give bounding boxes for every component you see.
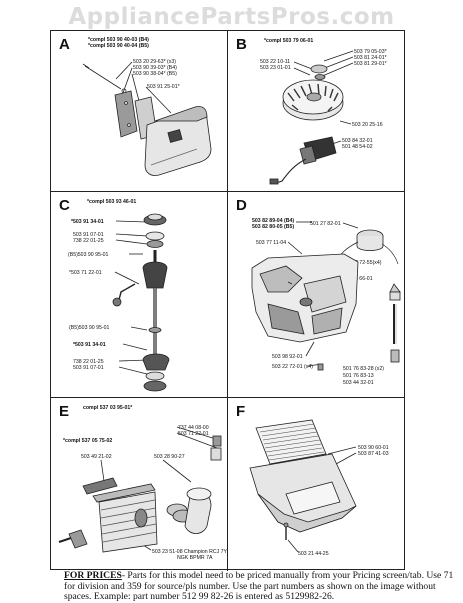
panel-b-part-5: 503 23 01-01 xyxy=(260,65,291,71)
pricing-note-title: FOR PRICES xyxy=(64,570,122,581)
panel-d-part-9: 501 76 83-28 (x2) xyxy=(343,366,384,372)
panel-d-crankcase: D 503 82 89-04 (B4) 503 82 80-05 (B5) 50… xyxy=(228,192,406,397)
panel-c-crankshaft: C *compl 503 93 46-01 *503 91 34-01 503 … xyxy=(51,192,227,397)
panel-e-compl-2: *compl 537 05 75-02 xyxy=(63,438,113,444)
watermark: AppliancePartsPros.com xyxy=(68,4,395,30)
panel-d-part-10: 501 76 83-13 xyxy=(343,373,374,379)
pricing-note-text: - Parts for this model need to be priced… xyxy=(64,570,454,603)
crankcase-tank-illustration xyxy=(251,221,401,371)
air-filter-illustration xyxy=(249,419,357,553)
panel-c-part-8: 738 22 01-25 xyxy=(73,359,104,365)
panel-e-part-4: 503 28 90-27 xyxy=(154,454,185,460)
panel-e-part-5: 503 23 51-08 Champion RCJ 7Y xyxy=(152,549,227,555)
panel-e-cylinder: E compl 537 03 95-01* *compl 537 05 75-0… xyxy=(51,398,227,571)
panel-e-letter: E xyxy=(59,403,70,420)
panel-d-part-2: 503 82 80-05 (B5) xyxy=(252,224,295,230)
panel-b-part-8: 501 48 54-02 xyxy=(342,144,373,150)
panel-a-muffler: A *compl 503 90 40-03 (B4) *compl 503 90… xyxy=(51,31,227,191)
panel-d-part-5: 725 53 72-55(x4) xyxy=(342,260,382,266)
parts-diagram-grid: A *compl 503 90 40-03 (B4) *compl 503 90… xyxy=(50,30,406,571)
column-divider xyxy=(227,31,228,571)
panel-a-part-2: 503 90 39-03* (B4) xyxy=(133,65,177,71)
panel-e-part-3: 503 49 21-02 xyxy=(81,454,112,460)
panel-b-part-7: 503 84 32-01 xyxy=(342,138,373,144)
pricing-note: FOR PRICES- Parts for this model need to… xyxy=(64,570,460,603)
panel-d-part-8: 503 22 72-01 (x4) xyxy=(272,364,313,370)
panel-a-part-1: 503 20 29-63* (x3) xyxy=(133,59,176,65)
panel-c-part-1: *503 91 34-01 xyxy=(71,219,104,225)
muffler-illustration xyxy=(82,61,212,176)
panel-b-ignition: B *compl 503 79 06-01 503 79 05-03* 503 … xyxy=(228,31,406,191)
panel-c-part-7: *503 91 34-01 xyxy=(73,342,106,348)
panel-b-part-3: 503 81 29-01* xyxy=(354,61,387,67)
panel-e-compl-1: compl 537 03 95-01* xyxy=(83,405,133,411)
panel-b-part-2: 503 81 24-01* xyxy=(354,55,387,61)
crankshaft-illustration xyxy=(112,213,170,392)
panel-e-part-1: 737 44 08-00 xyxy=(178,425,209,431)
panel-a-part-4: 503 91 25-01* xyxy=(147,84,180,90)
flywheel-coil-illustration xyxy=(269,50,354,185)
panel-b-compl: *compl 503 79 06-01 xyxy=(264,38,314,44)
panel-d-letter: D xyxy=(236,197,247,214)
panel-b-part-1: 503 79 05-03* xyxy=(354,49,387,55)
panel-f-letter: F xyxy=(236,403,246,420)
panel-c-part-3: 738 22 01-25 xyxy=(73,238,104,244)
panel-f-part-2: 503 87 41-03 xyxy=(358,451,389,457)
panel-c-part-9: 503 91 07-01 xyxy=(73,365,104,371)
panel-a-compl-1: *compl 503 90 40-03 (B4) xyxy=(88,37,149,43)
panel-a-letter: A xyxy=(59,36,70,53)
panel-c-part-5: *503 71 22-01 xyxy=(69,270,102,276)
panel-c-part-6: (B5)503 90 95-01 xyxy=(69,325,110,331)
cylinder-piston-illustration xyxy=(58,426,222,553)
panel-e-part-6: NGK BPMR 7A xyxy=(177,555,213,561)
panel-c-part-4: (B5)503 90 95-01 xyxy=(68,252,109,258)
panel-d-part-7: 503 98 92-01 xyxy=(272,354,303,360)
panel-f-part-1: 503 90 60-01 xyxy=(358,445,389,451)
panel-d-part-3: 501 27 82-01 xyxy=(310,221,341,227)
panel-c-compl: *compl 503 93 46-01 xyxy=(87,199,137,205)
panel-c-letter: C xyxy=(59,197,70,214)
panel-b-letter: B xyxy=(236,36,247,53)
panel-b-part-4: 503 22 10-11 xyxy=(260,59,291,65)
panel-a-compl-2: *compl 503 90 40-04 (B5) xyxy=(88,43,149,49)
panel-d-part-1: 503 82 89-04 (B4) xyxy=(252,218,295,224)
panel-b-part-6: 503 20 25-16 xyxy=(352,122,383,128)
panel-e-part-2: 503 71 22-01 xyxy=(178,431,209,437)
panel-c-part-2: 503 91 07-01 xyxy=(73,232,104,238)
panel-d-part-4: 503 77 11-04 xyxy=(256,240,287,246)
panel-f-part-3: 503 21 44-25 xyxy=(298,551,329,557)
panel-f-air-filter: F 503 90 60-01 503 87 41-03 503 21 44-25 xyxy=(228,398,406,571)
panel-a-part-3: 503 90 38-04* (B5) xyxy=(133,71,177,77)
panel-d-part-11: 503 44 32-01 xyxy=(343,380,374,386)
